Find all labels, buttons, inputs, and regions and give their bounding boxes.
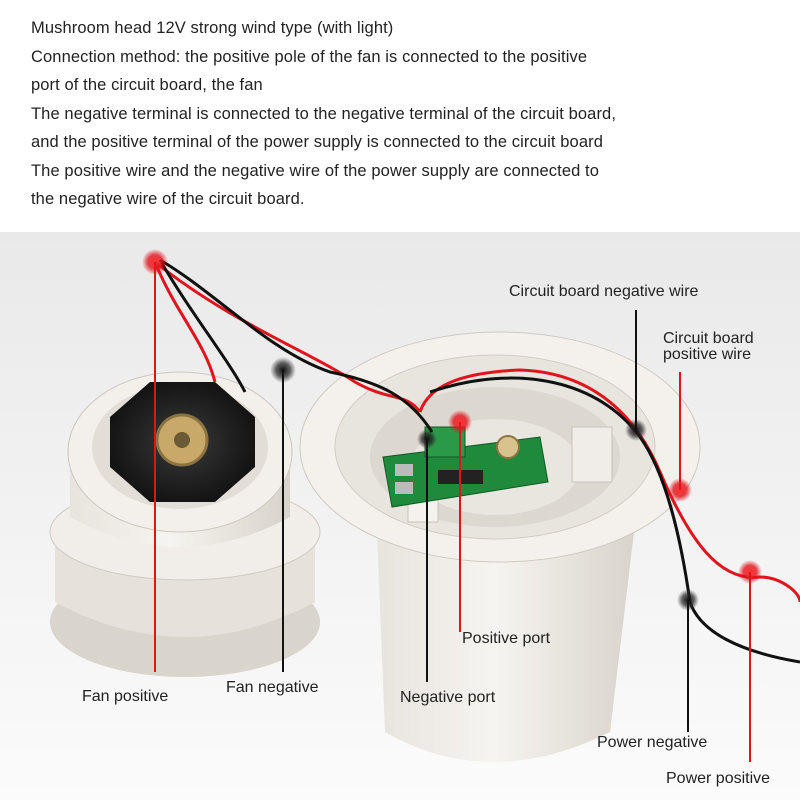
label-power-negative: Power negative — [597, 734, 708, 751]
description-text: Mushroom head 12V strong wind type (with… — [31, 14, 791, 214]
description-line: Mushroom head 12V strong wind type (with… — [31, 19, 394, 37]
description-line: Connection method: the positive pole of … — [31, 47, 588, 66]
description-line: The negative terminal is connected to th… — [31, 104, 617, 123]
label-circuit-board-positive-wire-line2: positive wire — [663, 346, 752, 363]
label-circuit-board-positive-wire-line1: Circuit board — [663, 330, 754, 347]
label-fan-negative: Fan negative — [226, 679, 319, 696]
fan-unit — [49, 371, 321, 677]
fan-negative-lead — [159, 258, 434, 433]
label-circuit-board-negative-wire: Circuit board negative wire — [509, 283, 699, 300]
description-line: the negative wire of the circuit board. — [31, 190, 305, 208]
fan-positive-wire — [153, 261, 217, 383]
product-photo — [0, 232, 800, 800]
label-power-positive: Power positive — [666, 770, 771, 787]
label-negative-port: Negative port — [400, 689, 496, 706]
label-positive-port: Positive port — [462, 630, 551, 647]
description-line: and the positive terminal of the power s… — [31, 133, 603, 151]
description-line: The positive wire and the negative wire … — [31, 161, 600, 180]
label-fan-positive: Fan positive — [82, 688, 169, 705]
fan-negative-wire — [158, 259, 247, 393]
power-negative-wire — [429, 376, 800, 664]
label-circuit-board-positive-wire: Circuit board positive wire — [663, 331, 754, 363]
description-line: port of the circuit board, the fan — [31, 76, 263, 94]
